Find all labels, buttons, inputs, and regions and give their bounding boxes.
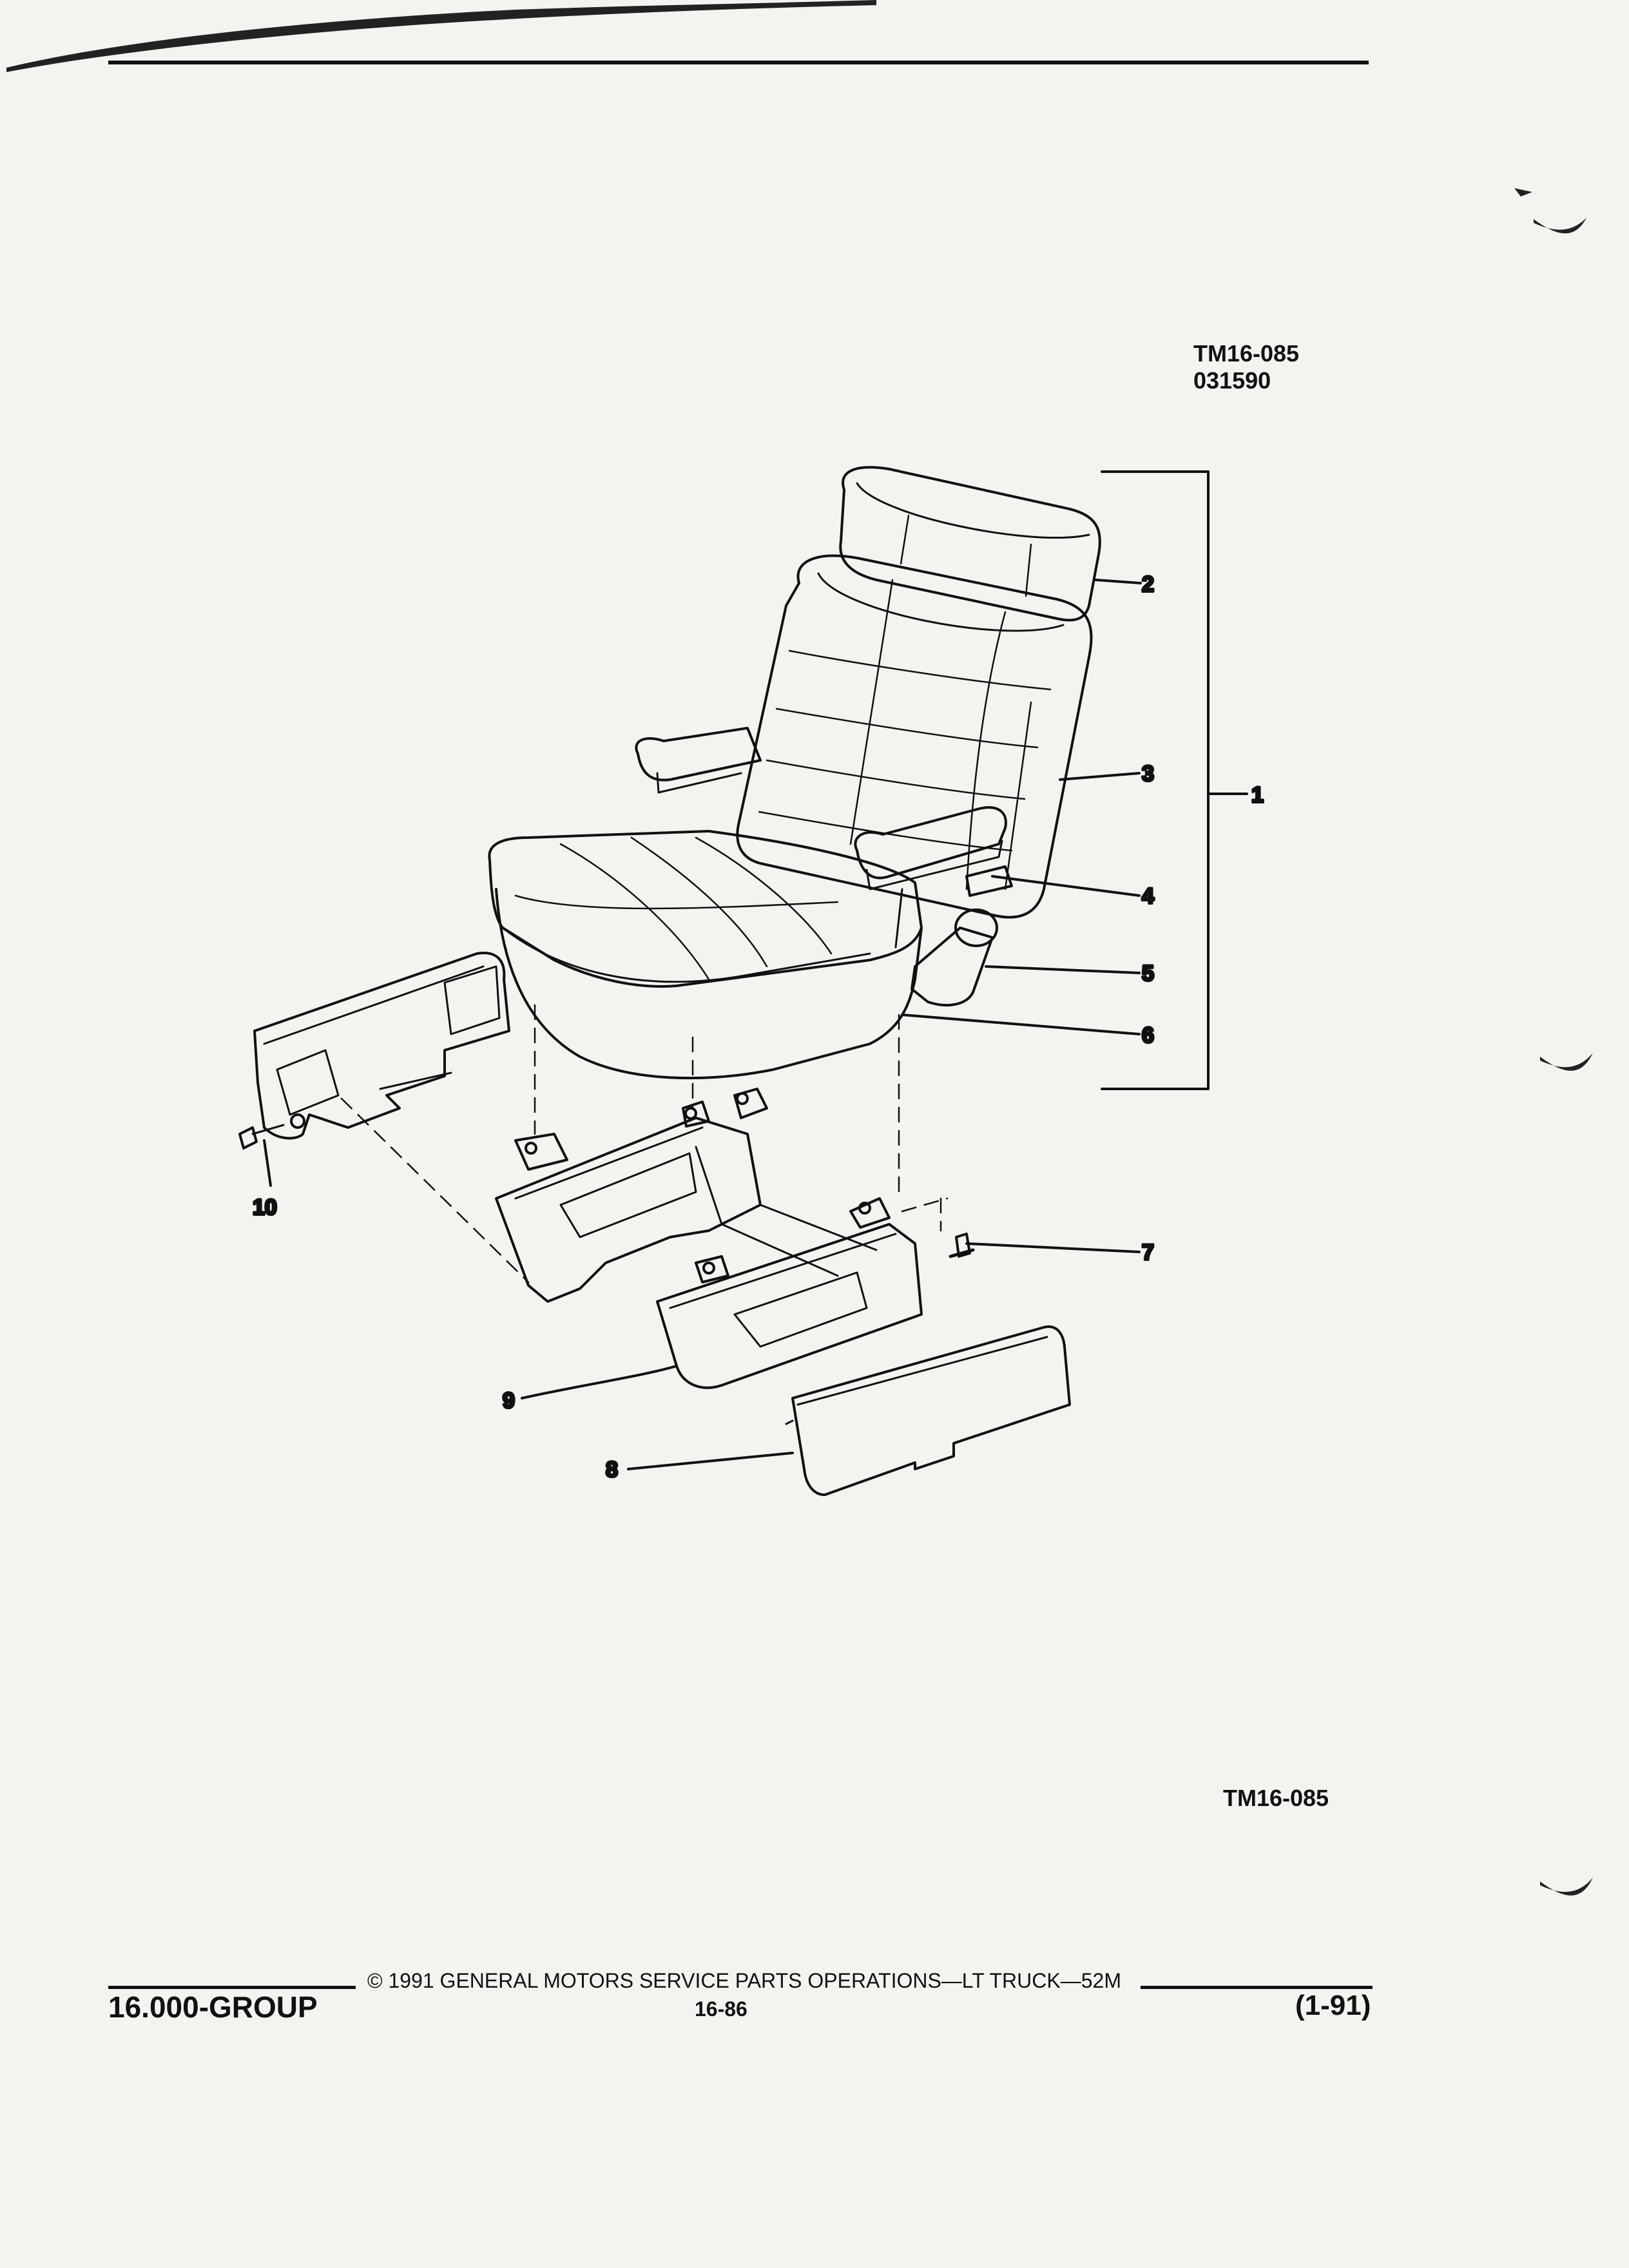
footer-page-number: 16-86	[695, 1997, 747, 2021]
footer-rule-right	[1141, 1986, 1373, 1989]
figure-reference: TM16-085	[1223, 1785, 1329, 1811]
headrest	[839, 466, 1101, 622]
callout-4: 4	[1142, 884, 1154, 908]
binder-mark	[1534, 218, 1586, 234]
figure-id: TM16-085	[1193, 340, 1300, 367]
bolt-7	[949, 1233, 975, 1258]
seat-cushion	[488, 830, 923, 1080]
binder-mark	[1540, 1053, 1593, 1071]
callout-6: 6	[1142, 1023, 1154, 1048]
armrests	[635, 727, 1007, 890]
front-cover	[785, 1325, 1071, 1496]
header-rule	[108, 61, 1369, 64]
front-base-panel	[656, 1197, 923, 1389]
left-side-trim	[253, 952, 510, 1140]
callout-3: 3	[1142, 762, 1154, 786]
footer-date-code: (1-91)	[1295, 1990, 1371, 2021]
callout-8: 8	[606, 1457, 618, 1482]
footer-copyright: © 1991 GENERAL MOTORS SERVICE PARTS OPER…	[367, 1969, 1121, 1992]
callout-5: 5	[1142, 961, 1154, 986]
seat-base-frame	[495, 1088, 878, 1303]
footer-group-label: 16.000-GROUP	[108, 1990, 318, 2024]
callout-2: 2	[1142, 572, 1154, 597]
seat-back	[736, 554, 1093, 919]
figure-id-block: TM16-085 031590	[1193, 340, 1299, 394]
callout-7: 7	[1142, 1240, 1154, 1265]
figure-code: 031590	[1193, 367, 1271, 394]
callout-9: 9	[503, 1389, 515, 1413]
top-scan-smear	[6, 0, 876, 72]
screw-10	[238, 1124, 285, 1149]
recliner-handle	[911, 908, 998, 1006]
assembly-bracket	[1101, 470, 1210, 1090]
callout-1: 1	[1251, 783, 1264, 807]
binder-mark	[1540, 1878, 1593, 1896]
recliner-lever	[965, 865, 1013, 897]
footer-rule-left	[108, 1986, 356, 1989]
assembly-guides	[340, 1004, 949, 1283]
leader-lines	[263, 579, 1248, 1470]
callout-10: 10	[253, 1195, 277, 1220]
binder-mark	[1514, 188, 1532, 197]
